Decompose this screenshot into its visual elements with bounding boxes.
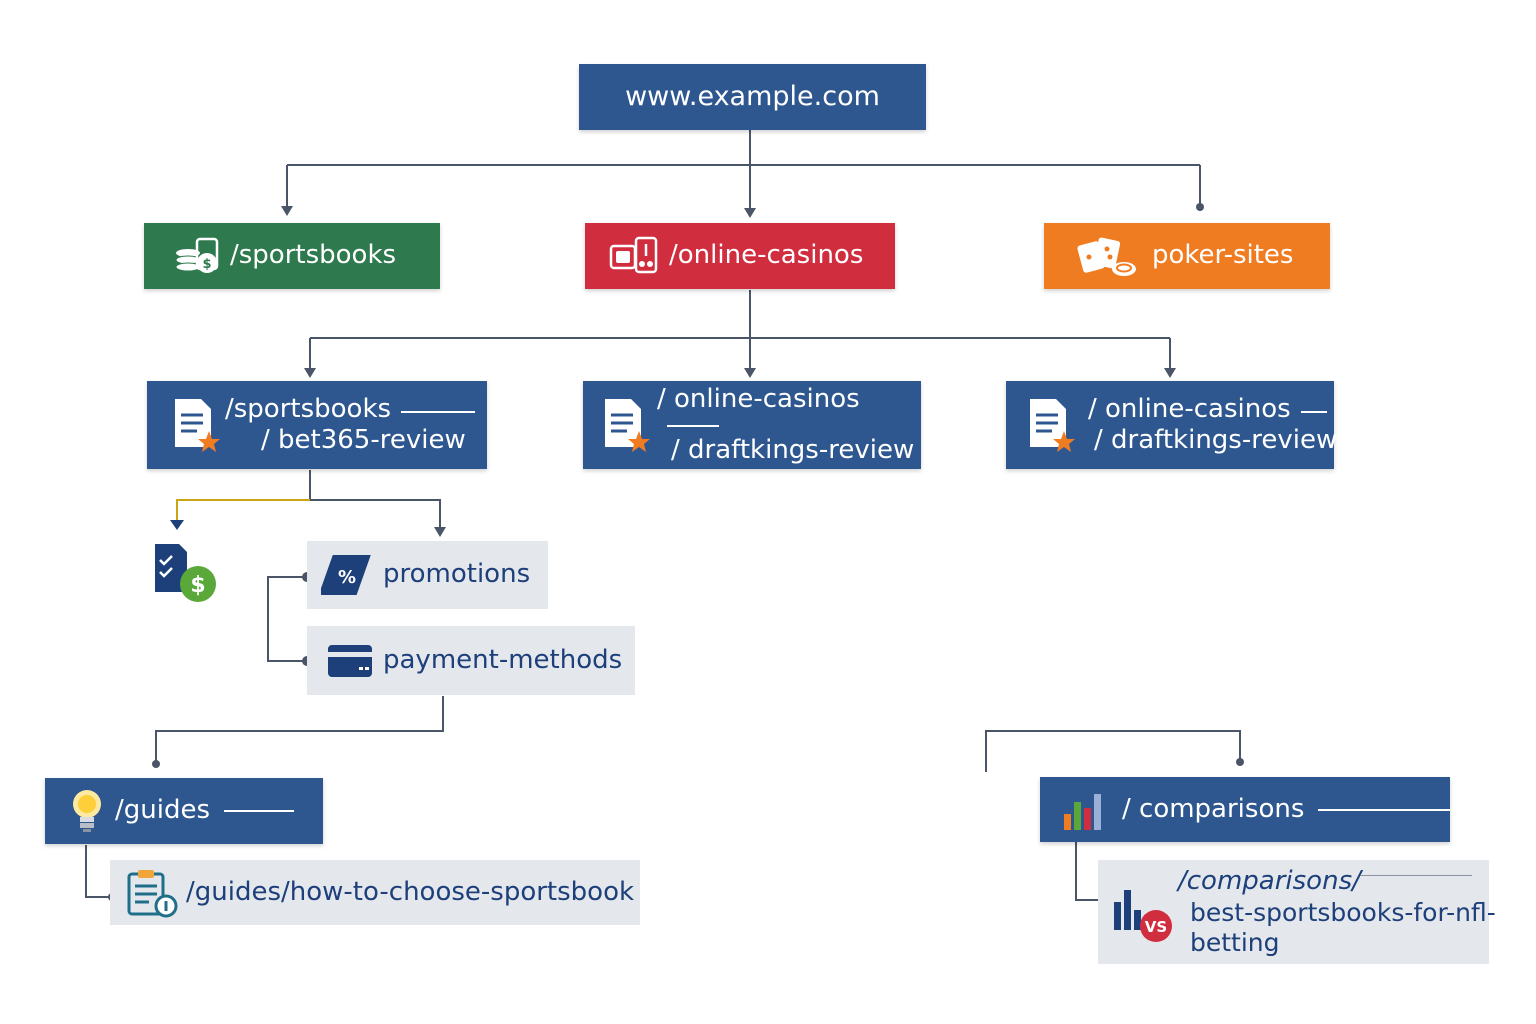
sportsbooks-node[interactable]: $ /sportsbooks [144,223,440,289]
comparison-nfl-node[interactable]: VS /comparisons/ best-sportsbooks-for-nf… [1098,860,1496,964]
review-document-star-icon [1030,399,1075,452]
payment-methods-node[interactable]: payment-methods [307,626,635,695]
review-document-star-icon [605,399,650,452]
review-dash-bet365 [401,411,476,414]
svg-text:VS: VS [1145,918,1167,936]
comparison-nfl-line2: best-sportsbooks-for-nfl- [1190,897,1496,927]
review-line2-bet365: / bet365-review [261,425,466,455]
guides-node[interactable]: /guides [45,778,323,844]
lightbulb-icon [73,790,101,832]
bar-chart-icon [1064,793,1101,830]
review-node-draftkings-1[interactable]: / online-casinos / draftkings-review [583,381,921,469]
comparison-nfl-line1: /comparisons/ [1178,866,1361,897]
svg-text:%: % [338,567,356,588]
comparisons-dash [1318,808,1450,811]
root-label: www.example.com [625,80,880,112]
svg-text:$: $ [190,573,205,598]
online-casinos-node[interactable]: /online-casinos [585,223,895,289]
cards-chips-icon [1077,237,1136,276]
checklist-money-icon: $ [155,544,216,602]
guides-dash [224,810,295,812]
online-casinos-label: /online-casinos [669,240,864,271]
review-node-bet365[interactable]: /sportsbooks / bet365-review [147,381,487,469]
review-line1-bet365: /sportsbooks [225,393,392,424]
comparison-nfl-rule [1360,875,1472,876]
versus-chart-icon: VS [1114,890,1172,942]
guides-label: /guides [115,795,211,826]
promotions-node[interactable]: % promotions [307,541,548,609]
review-dash-draftkings-1 [667,425,719,427]
payment-methods-label: payment-methods [383,644,623,675]
discount-tag-icon: % [321,555,371,595]
review-line1-draftkings-2: / online-casinos [1088,393,1291,424]
promotions-label: promotions [383,559,531,590]
review-line2-draftkings-1: / draftkings-review [671,434,915,465]
poker-sites-label: poker-sites [1152,240,1294,271]
svg-text:$: $ [202,257,211,272]
comparison-nfl-line3: betting [1190,927,1280,957]
sportsbooks-label: /sportsbooks [230,240,397,271]
comparisons-label: / comparisons [1122,793,1305,824]
review-dash-draftkings-2 [1300,411,1327,414]
guide-how-to-choose-label: /guides/how-to-choose-sportsbook [186,876,635,907]
slot-machine-icon [609,236,658,274]
credit-card-icon [328,644,372,677]
money-icon: $ [175,237,219,273]
guide-how-to-choose-node[interactable]: /guides/how-to-choose-sportsbook [110,860,640,925]
review-document-star-icon [175,399,220,452]
comparisons-node[interactable]: / comparisons [1040,777,1450,842]
clipboard-info-icon [127,869,178,917]
review-line1-draftkings-1: / online-casinos [657,384,860,415]
review-node-draftkings-2[interactable]: / online-casinos / draftkings-review [1006,381,1338,469]
poker-sites-node[interactable]: poker-sites [1044,223,1330,289]
root-node[interactable]: www.example.com [579,64,926,130]
review-line2-draftkings-2: / draftkings-review [1094,425,1338,455]
